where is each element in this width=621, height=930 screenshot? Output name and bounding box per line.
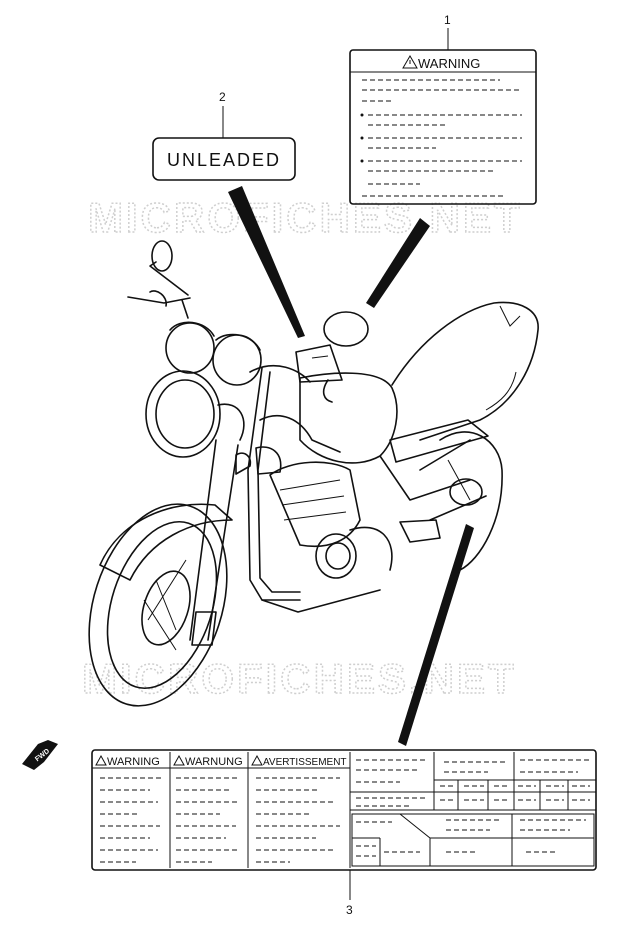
motorcycle-drawing	[88, 240, 539, 707]
callout-3[interactable]: 3	[346, 870, 353, 917]
label-warning-en: WARNING	[107, 756, 160, 768]
fwd-arrow-icon: FWD	[22, 740, 58, 770]
warning-label-part3[interactable]: WARNING WARNUNG AVERTISSEMENT	[91, 749, 597, 871]
warning-triangle-icon	[251, 754, 263, 766]
callout-number-3: 3	[346, 903, 353, 917]
warning-triangle-icon	[173, 754, 185, 766]
callout-1[interactable]: 1	[444, 13, 451, 50]
unleaded-label-part2[interactable]: UNLEADED	[152, 137, 296, 181]
callout-number-1: 1	[444, 13, 451, 27]
warning-triangle-icon	[95, 754, 107, 766]
leader-part2	[228, 186, 305, 338]
warning-label-part1[interactable]: WARNING	[349, 49, 537, 205]
callout-2[interactable]: 2	[219, 90, 226, 138]
callout-number-2: 2	[219, 90, 226, 104]
leader-part3	[398, 524, 474, 746]
unleaded-label-text: UNLEADED	[167, 150, 281, 170]
watermark-bottom: MICROFICHES.NET	[82, 655, 517, 702]
leader-part1	[366, 218, 430, 308]
warning-triangle-icon	[402, 55, 418, 69]
warning-label-title: WARNING	[418, 56, 480, 71]
label-avertissement-fr: AVERTISSEMENT	[263, 757, 347, 768]
label-warnung-de: WARNUNG	[185, 756, 243, 768]
watermark-top: MICROFICHES.NET	[88, 194, 523, 241]
